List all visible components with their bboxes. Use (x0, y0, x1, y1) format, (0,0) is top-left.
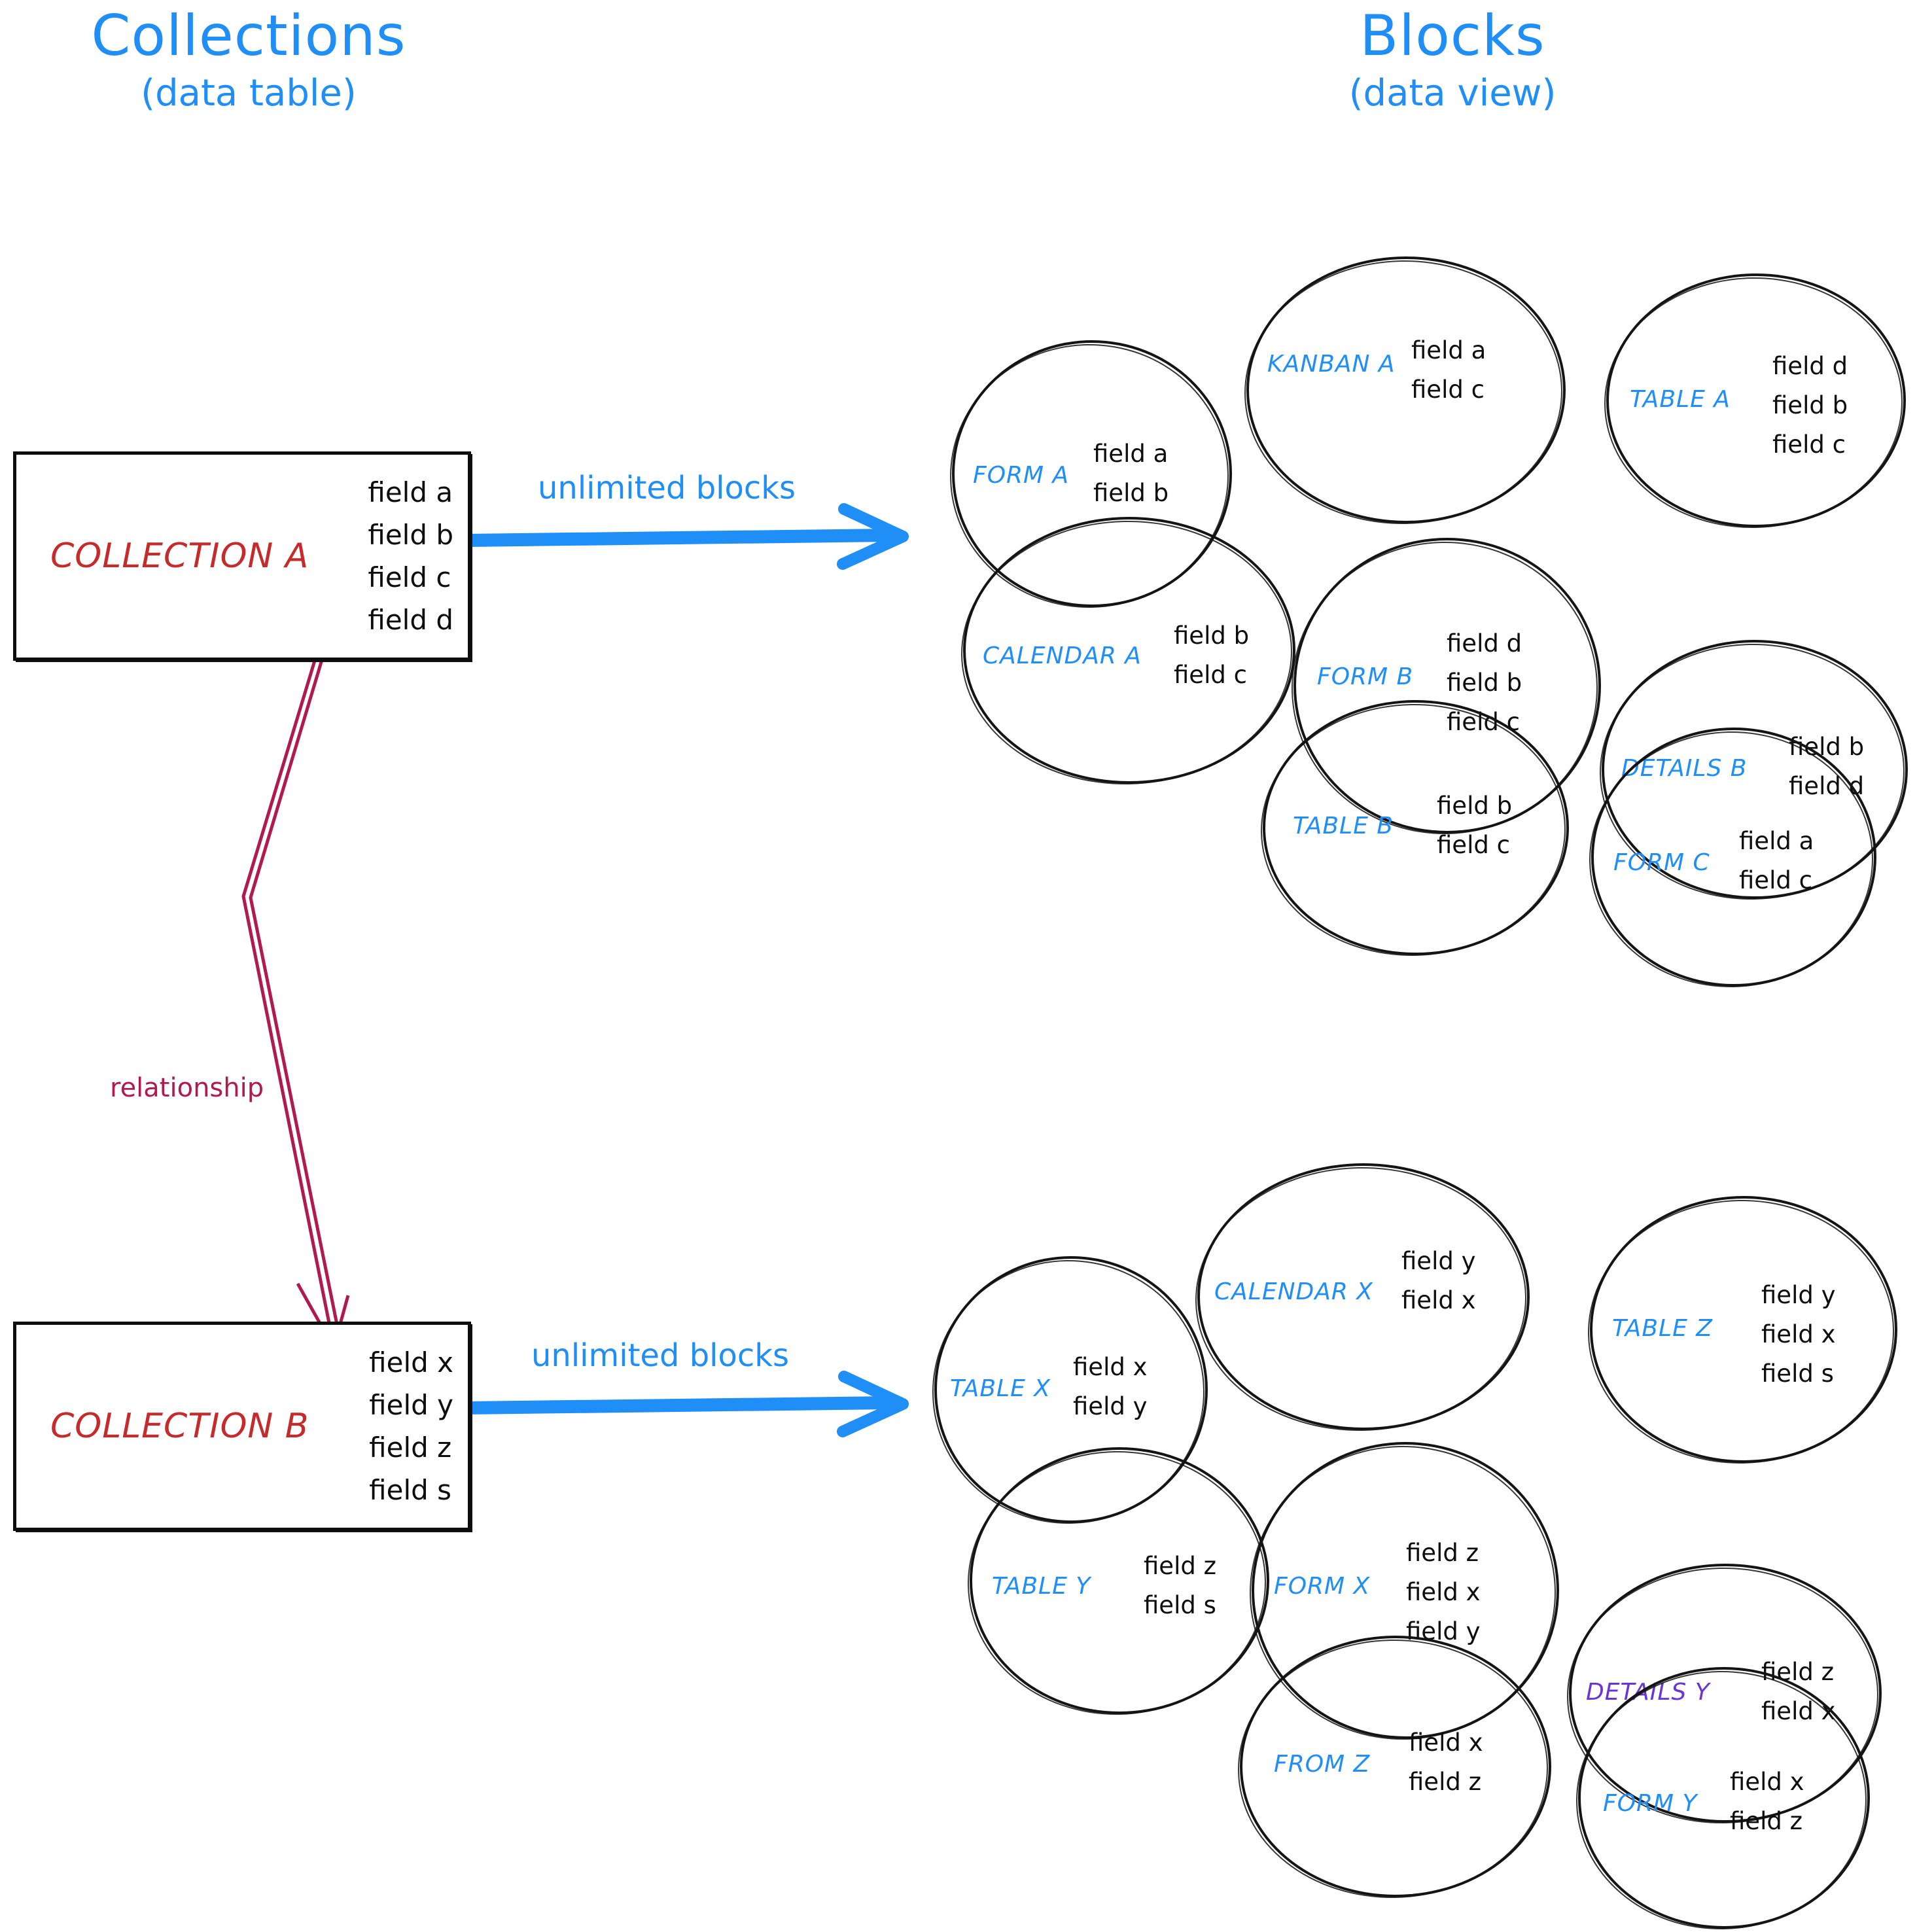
block-ellipse-table-y[interactable]: TABLE Y field z field s (970, 1447, 1269, 1714)
block-field: field b (1174, 622, 1250, 650)
block-field: field c (1772, 430, 1846, 459)
collection-a-field: field d (368, 604, 453, 637)
block-label: CALENDAR X (1214, 1278, 1373, 1305)
block-ellipse-table-a[interactable]: TABLE A field d field b field c (1606, 273, 1906, 527)
collection-b-field: field z (369, 1431, 452, 1464)
arrow-label-bottom: unlimited blocks (531, 1337, 790, 1374)
block-label: KANBAN A (1267, 351, 1396, 378)
block-fields: field z field x field y (1406, 1534, 1481, 1651)
block-label: TABLE X (950, 1375, 1051, 1402)
block-field: field c (1437, 830, 1510, 859)
collections-title: Collections (91, 3, 406, 69)
collection-b-field: field y (369, 1388, 453, 1421)
block-field: field a (1739, 827, 1814, 855)
block-ellipse-calendar-a[interactable]: CALENDAR A field b field c (963, 517, 1295, 784)
block-label: TABLE Y (992, 1573, 1091, 1600)
collection-b-fields: field x field y field z field s (369, 1341, 453, 1511)
block-field: field s (1144, 1590, 1216, 1619)
block-field: field d (1772, 352, 1848, 380)
block-field: field b (1772, 391, 1848, 419)
block-ellipse-form-a[interactable]: FORM A field a field b (952, 340, 1232, 607)
block-field: field x (1401, 1286, 1476, 1314)
block-ellipse-table-z[interactable]: TABLE Z field y field x field s (1590, 1196, 1897, 1463)
block-field: field y (1401, 1247, 1476, 1275)
collection-box-b[interactable]: COLLECTION B field x field y field z fie… (13, 1322, 471, 1531)
block-field: field a (1093, 440, 1169, 468)
block-field: field c (1411, 375, 1485, 404)
block-fields: field y field x field s (1761, 1276, 1836, 1394)
collection-a-fields: field a field b field c field d (368, 471, 453, 641)
diagram-canvas: Collections (data table) Blocks (data vi… (0, 0, 1917, 1763)
block-label: FORM B (1317, 663, 1414, 690)
block-label: TABLE B (1293, 813, 1394, 839)
collection-a-name: COLLECTION A (50, 536, 309, 576)
block-field: field z (1730, 1806, 1803, 1835)
block-fields: field y field x (1401, 1242, 1476, 1320)
block-field: field b (1447, 668, 1522, 697)
block-ellipse-form-c[interactable]: FORM C field a field c (1591, 728, 1876, 987)
block-field: field c (1174, 660, 1247, 689)
block-fields: field a field b (1093, 434, 1169, 513)
block-fields: field b field c (1437, 786, 1512, 865)
block-fields: field a field c (1411, 331, 1486, 410)
block-field: field s (1761, 1359, 1834, 1388)
block-field: field a (1411, 336, 1486, 364)
block-field: field x (1409, 1729, 1483, 1757)
block-ellipse-kanban-a[interactable]: KANBAN A field a field c (1246, 256, 1566, 523)
block-field: field z (1144, 1552, 1217, 1580)
block-field: field z (1409, 1767, 1482, 1796)
block-field: field d (1447, 629, 1522, 658)
arrow-collection-b-to-blocks (459, 1371, 909, 1437)
block-ellipse-from-z[interactable]: FROM Z field x field z (1240, 1636, 1551, 1897)
block-ellipse-calendar-x[interactable]: CALENDAR X field y field x (1197, 1163, 1530, 1430)
block-label: FORM C (1613, 849, 1710, 876)
block-field: field y (1761, 1281, 1836, 1309)
block-label: FORM A (973, 462, 1070, 489)
block-field: field c (1739, 866, 1812, 894)
collection-b-field: field s (369, 1474, 452, 1507)
block-ellipse-table-b[interactable]: TABLE B field b field c (1263, 700, 1569, 955)
relationship-label: relationship (110, 1073, 264, 1103)
relationship-connector (241, 647, 350, 1350)
collection-a-field: field c (368, 561, 451, 593)
block-label: TABLE A (1630, 386, 1731, 413)
block-field: field y (1073, 1392, 1148, 1420)
block-label: FORM X (1274, 1573, 1371, 1600)
block-field: field x (1406, 1577, 1481, 1606)
block-label: CALENDAR A (983, 642, 1142, 669)
blocks-subtitle: (data view) (1348, 72, 1556, 115)
block-field: field x (1730, 1768, 1804, 1796)
block-fields: field a field c (1739, 822, 1814, 900)
collection-box-a[interactable]: COLLECTION A field a field b field c fie… (13, 451, 471, 661)
block-fields: field x field y (1073, 1348, 1148, 1426)
block-label: FROM Z (1274, 1751, 1371, 1778)
collections-subtitle: (data table) (141, 72, 357, 115)
block-field: field x (1073, 1353, 1148, 1381)
block-field: field z (1406, 1539, 1479, 1567)
block-field: field x (1761, 1320, 1836, 1348)
block-fields: field b field c (1174, 616, 1249, 695)
collections-heading: Collections (data table) (39, 7, 458, 113)
arrow-collection-a-to-blocks (459, 503, 909, 570)
block-fields: field d field b field c (1772, 347, 1848, 465)
block-ellipse-form-y[interactable]: FORM Y field x field z (1578, 1667, 1870, 1929)
collection-b-field: field x (369, 1346, 453, 1379)
arrow-label-top: unlimited blocks (538, 470, 796, 506)
block-fields: field x field z (1730, 1763, 1804, 1841)
block-fields: field z field s (1144, 1547, 1216, 1625)
collection-b-name: COLLECTION B (50, 1407, 309, 1446)
collection-a-field: field a (368, 476, 453, 508)
blocks-title: Blocks (1360, 3, 1545, 69)
connector-layer (241, 503, 909, 1437)
blocks-heading: Blocks (data view) (1243, 7, 1662, 113)
collection-a-field: field b (368, 518, 453, 551)
block-label: TABLE Z (1612, 1315, 1713, 1342)
block-label: FORM Y (1603, 1790, 1698, 1817)
block-field: field b (1093, 478, 1169, 507)
block-field: field b (1437, 792, 1513, 820)
